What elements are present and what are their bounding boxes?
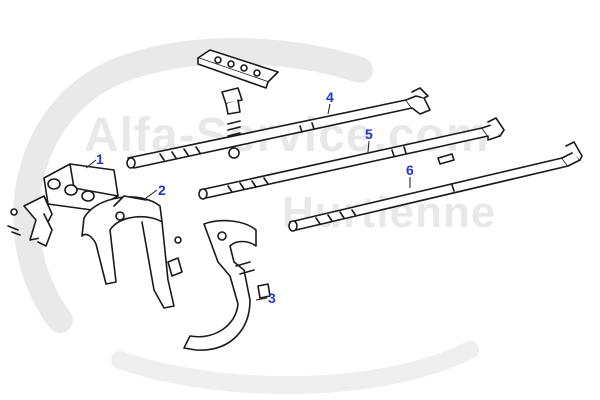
plug-bolt [221, 87, 243, 115]
selector-block [43, 163, 119, 211]
shift-rail-upper [126, 87, 431, 169]
callout-6: 6 [406, 162, 414, 178]
leader-lines [85, 103, 411, 301]
shift-rail-middle [198, 117, 505, 200]
watermark-text-secondary: Hurtienne [282, 188, 497, 237]
detent-spring [227, 120, 241, 159]
shift-fork-curved [183, 219, 271, 351]
shift-fork-large [81, 195, 183, 309]
mounting-plate [197, 49, 279, 89]
callout-4: 4 [326, 89, 334, 105]
callout-1: 1 [96, 151, 104, 167]
small-fork-left [7, 195, 53, 247]
callout-5: 5 [365, 126, 373, 142]
callout-2: 2 [158, 182, 166, 198]
callout-3: 3 [268, 290, 276, 306]
shift-rail-lower [288, 141, 583, 232]
interlock-pin [437, 153, 455, 165]
